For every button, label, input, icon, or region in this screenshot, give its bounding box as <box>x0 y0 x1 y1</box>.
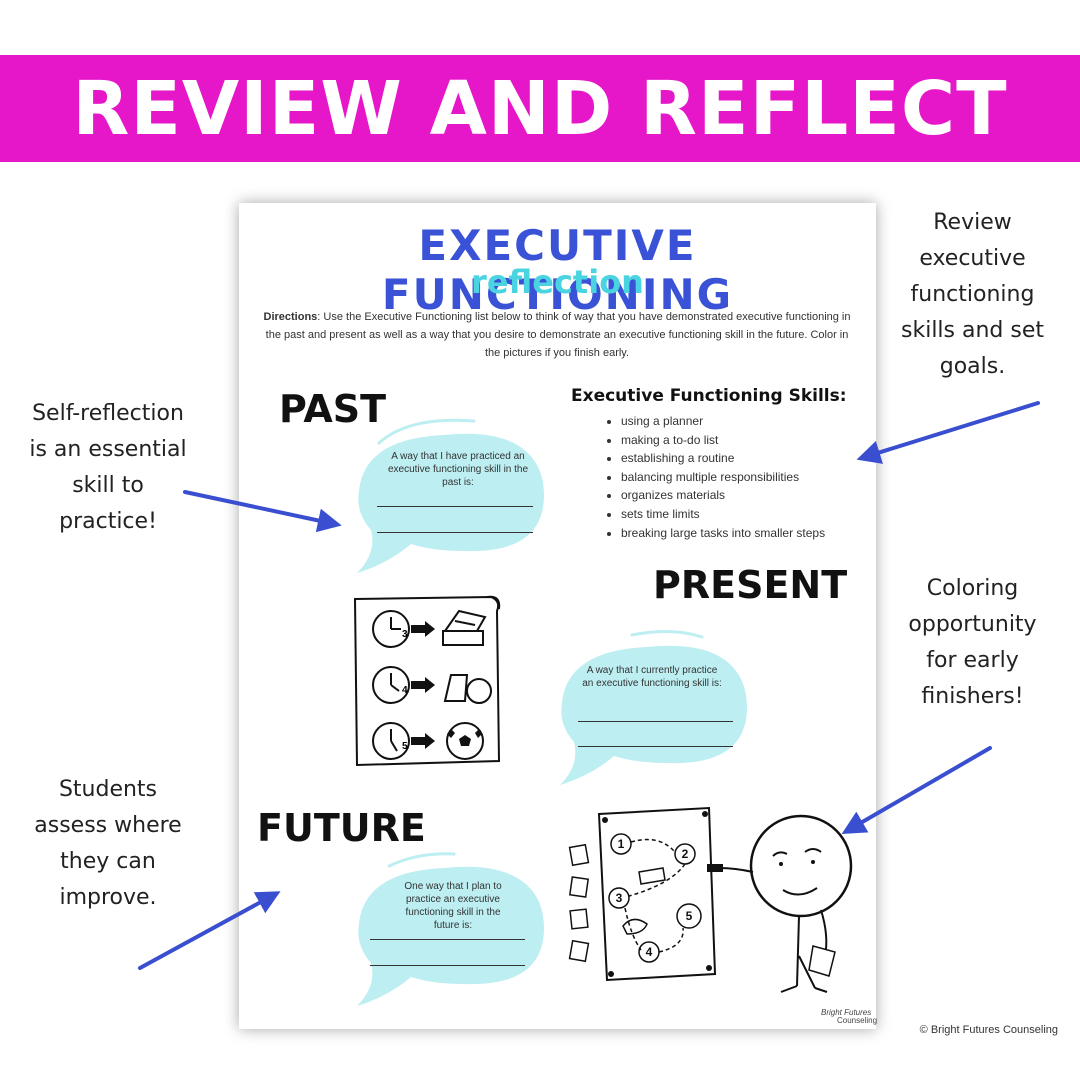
callout-line: is an essential <box>29 437 187 462</box>
board-number: 2 <box>682 847 689 861</box>
past-prompt: A way that I have practiced an executive… <box>387 451 529 488</box>
arrow-self-reflection <box>183 490 342 533</box>
future-prompt: One way that I plan to practice an execu… <box>404 881 502 931</box>
arrow-coloring <box>841 746 992 835</box>
past-answer-line[interactable] <box>377 532 533 533</box>
callout-line: skills and set <box>901 318 1044 343</box>
callout-line: goals. <box>939 354 1006 379</box>
skills-title: Executive Functioning Skills: <box>571 386 847 406</box>
callout-line: finishers! <box>921 684 1024 709</box>
routine-clocks-illustration: 3 4 5 <box>353 595 501 767</box>
arrow-students <box>138 891 281 970</box>
clock-number: 4 <box>402 685 408 696</box>
past-answer-line[interactable] <box>377 506 533 507</box>
past-heading: PAST <box>279 387 387 431</box>
callout-coloring: Coloring opportunity for early finishers… <box>890 571 1055 715</box>
copyright: © Bright Futures Counseling <box>919 1024 1058 1036</box>
callout-students-assess: Students assess where they can improve. <box>18 772 198 916</box>
future-heading: FUTURE <box>257 806 426 850</box>
callout-line: Students <box>58 777 158 802</box>
past-speech-bubble <box>357 418 544 573</box>
present-heading: PRESENT <box>653 563 848 607</box>
callout-line: skill to <box>72 473 144 498</box>
arrow-review <box>856 401 1040 464</box>
banner: REVIEW AND REFLECT <box>0 55 1080 162</box>
callout-line: functioning <box>910 282 1035 307</box>
board-number: 4 <box>646 945 653 959</box>
clock-number: 5 <box>402 741 408 752</box>
callout-line: assess where <box>34 813 182 838</box>
board-number: 1 <box>618 837 625 851</box>
skill-item: making a to-do list <box>621 431 825 450</box>
present-answer-line[interactable] <box>578 721 733 722</box>
worksheet-subtitle: reflection <box>471 263 644 301</box>
goal-board-illustration: 1 2 3 4 5 <box>568 806 853 993</box>
directions-label: Directions <box>263 311 318 323</box>
board-number: 3 <box>616 891 623 905</box>
skill-item: using a planner <box>621 412 825 431</box>
worksheet-title: EXECUTIVE FUNCTIONING <box>381 221 734 319</box>
present-answer-line[interactable] <box>578 746 733 747</box>
callout-line: improve. <box>59 885 157 910</box>
callout-self-reflection: Self-reflection is an essential skill to… <box>18 396 198 540</box>
brand-line: Counseling <box>837 1016 878 1025</box>
banner-title: REVIEW AND REFLECT <box>72 65 1008 152</box>
callout-review-goals: Review executive functioning skills and … <box>890 205 1055 385</box>
skill-item: sets time limits <box>621 505 825 524</box>
directions-text: : Use the Executive Functioning list bel… <box>265 311 851 359</box>
skill-item: breaking large tasks into smaller steps <box>621 524 825 543</box>
callout-line: practice! <box>59 509 157 534</box>
present-speech-bubble <box>560 629 747 785</box>
skill-item: organizes materials <box>621 486 825 505</box>
skill-item: establishing a routine <box>621 449 825 468</box>
future-speech-bubble <box>357 852 544 1006</box>
callout-line: Coloring <box>926 576 1019 601</box>
clock-number: 3 <box>402 629 408 640</box>
callout-line: Review <box>933 210 1012 235</box>
present-prompt: A way that I currently practice an execu… <box>582 665 722 689</box>
board-number: 5 <box>686 909 693 923</box>
future-answer-line[interactable] <box>370 965 525 966</box>
brand-line: Bright Futures <box>821 1008 872 1017</box>
skill-item: balancing multiple responsibilities <box>621 468 825 487</box>
callout-line: they can <box>60 849 156 874</box>
brand-logo: Bright Futures Counseling <box>821 1009 877 1025</box>
directions: Directions: Use the Executive Functionin… <box>261 308 853 362</box>
callout-line: for early <box>926 648 1019 673</box>
callout-line: opportunity <box>908 612 1037 637</box>
future-answer-line[interactable] <box>370 939 525 940</box>
callout-line: executive <box>919 246 1026 271</box>
worksheet-page: EXECUTIVE FUNCTIONING reflection Directi… <box>239 203 877 1029</box>
skills-list: using a planner making a to-do list esta… <box>611 412 825 542</box>
callout-line: Self-reflection <box>32 401 184 426</box>
